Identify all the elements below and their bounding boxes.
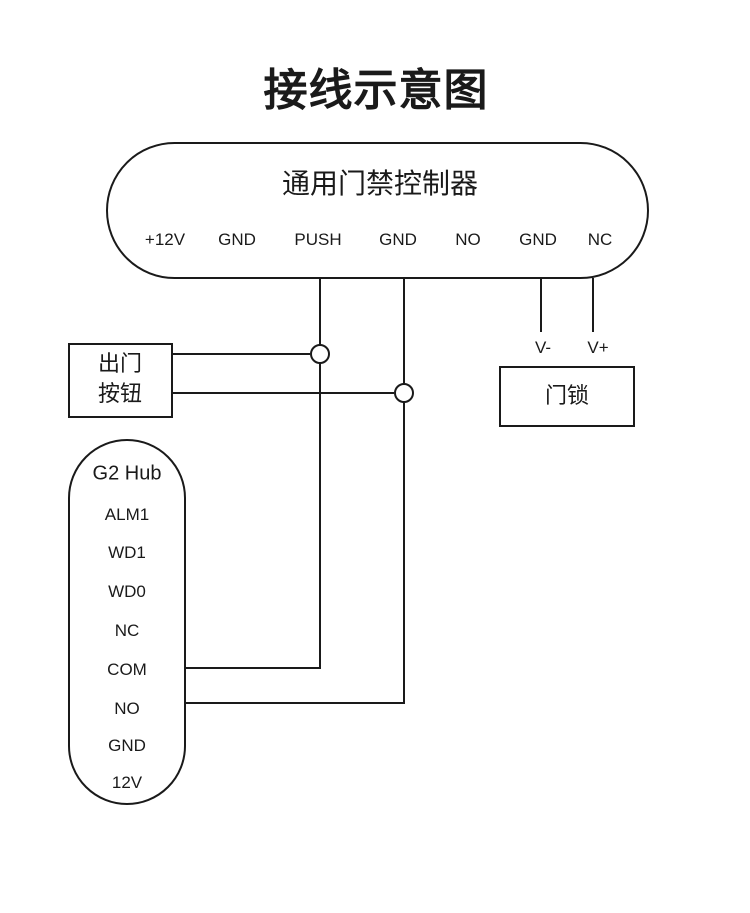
hub-pin-no: NO — [114, 699, 140, 718]
lock-pin-v-minus: V- — [534, 338, 552, 357]
controller-terminal-push: PUSH — [294, 230, 342, 249]
controller-terminal-gnd-3: GND — [519, 230, 557, 249]
hub-pin-wd1: WD1 — [108, 543, 146, 562]
wire-gnd-to-hub-no — [185, 278, 405, 704]
door-lock-label: 门锁 — [544, 384, 590, 409]
hub-pin-com: COM — [107, 660, 147, 679]
hub-pin-gnd: GND — [108, 736, 146, 755]
hub-pin-wd0: WD0 — [108, 582, 146, 601]
controller-outline — [106, 142, 649, 279]
exit-button-label-line1: 出门 — [97, 352, 143, 377]
lock-pin-v-plus: V+ — [587, 338, 609, 357]
diagram-title: 接线示意图 — [263, 65, 489, 116]
hub-pin-nc: NC — [114, 621, 140, 640]
controller-terminal-nc: NC — [587, 230, 613, 249]
junction-gnd — [394, 383, 414, 403]
controller-name: 通用门禁控制器 — [281, 167, 479, 200]
junction-push — [310, 344, 330, 364]
exit-button-box — [68, 343, 173, 418]
hub-pin-12v: 12V — [111, 773, 143, 792]
exit-button-label: 出门 按钮 — [98, 350, 142, 410]
controller-terminal-no: NO — [455, 230, 481, 249]
controller-terminal-12v: +12V — [144, 230, 186, 249]
wire-push-to-hub-com — [185, 278, 321, 669]
hub-outline — [68, 439, 186, 805]
controller-terminal-gnd-1: GND — [218, 230, 256, 249]
hub-name: G2 Hub — [92, 462, 162, 485]
exit-button-label-line2: 按钮 — [97, 382, 143, 407]
hub-pin-alm1: ALM1 — [104, 505, 150, 524]
door-lock-box — [499, 366, 635, 427]
controller-terminal-gnd-2: GND — [379, 230, 417, 249]
